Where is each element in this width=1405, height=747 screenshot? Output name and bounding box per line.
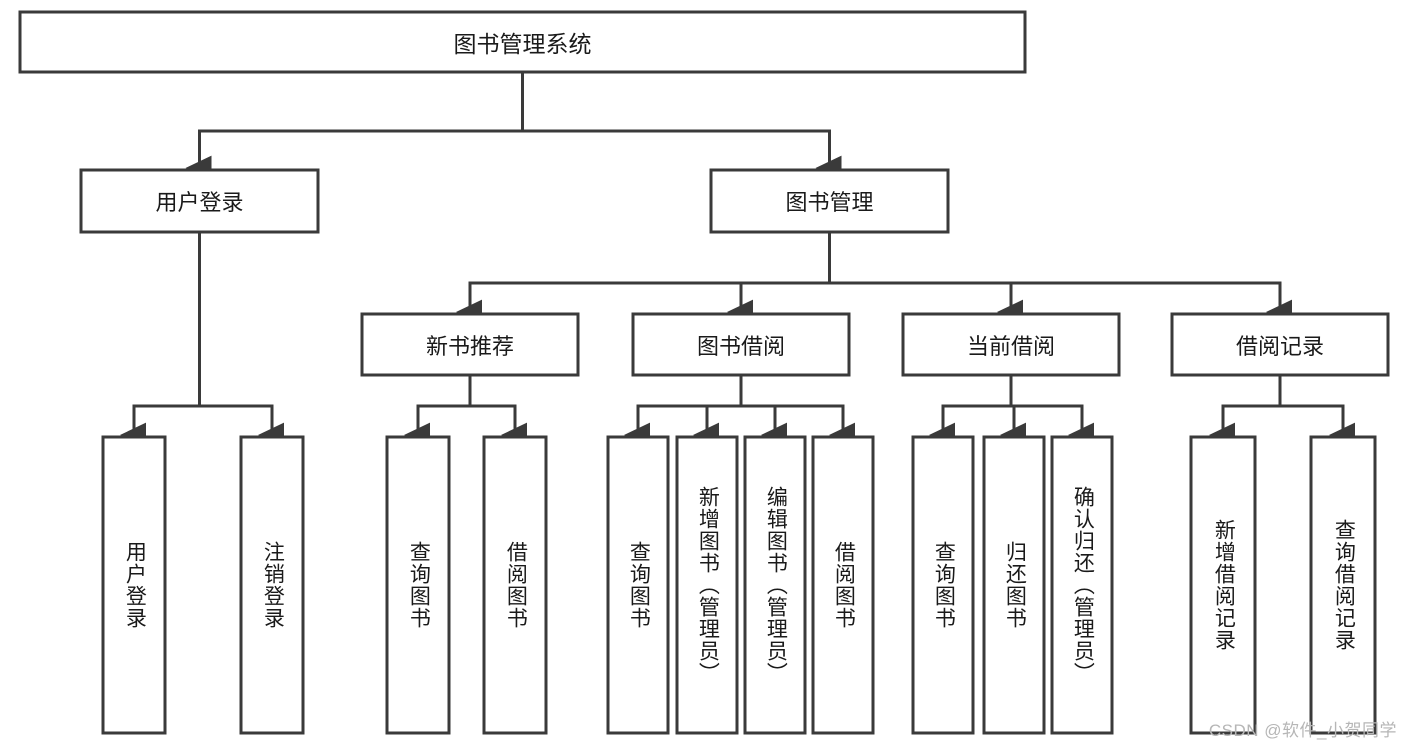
node-box-leaf-borrow-book-1[interactable] — [482, 435, 548, 735]
node-box-leaf-query-book-2[interactable] — [606, 435, 670, 735]
node-box-new-book-rec[interactable] — [360, 312, 580, 377]
node-box-leaf-return-book[interactable] — [982, 435, 1046, 735]
node-box-book-manage[interactable] — [709, 168, 950, 234]
node-box-leaf-user-login[interactable] — [101, 435, 167, 735]
node-box-borrow-record[interactable] — [1170, 312, 1390, 377]
node-boxes — [18, 10, 1390, 735]
node-box-root[interactable] — [18, 10, 1027, 74]
node-box-leaf-query-book-3[interactable] — [911, 435, 975, 735]
node-box-leaf-edit-book[interactable] — [743, 435, 807, 735]
node-box-user-login[interactable] — [79, 168, 320, 234]
node-box-leaf-query-record[interactable] — [1309, 435, 1377, 735]
node-box-leaf-borrow-book-2[interactable] — [811, 435, 875, 735]
node-box-book-borrow[interactable] — [631, 312, 851, 377]
node-box-current-borrow[interactable] — [901, 312, 1121, 377]
node-box-leaf-query-book-1[interactable] — [385, 435, 451, 735]
node-box-leaf-confirm-return[interactable] — [1050, 435, 1114, 735]
connector-lines — [134, 70, 1343, 435]
watermark-text: CSDN @软件_小贺同学 — [1208, 721, 1397, 740]
node-box-leaf-add-book[interactable] — [675, 435, 739, 735]
node-box-leaf-user-logout[interactable] — [239, 435, 305, 735]
node-box-leaf-add-record[interactable] — [1189, 435, 1257, 735]
